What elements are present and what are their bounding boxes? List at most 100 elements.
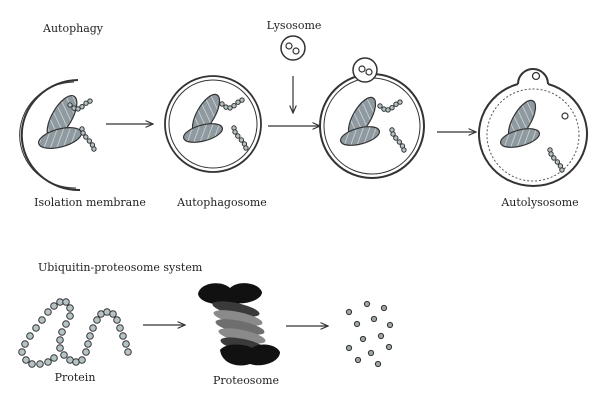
protein-bead-chain — [18, 298, 132, 368]
bead — [84, 340, 92, 348]
bead — [377, 103, 383, 109]
bead — [345, 344, 353, 352]
bead — [367, 349, 375, 357]
protein-chain — [67, 98, 97, 152]
isolation-membrane-label: Isolation membrane — [34, 196, 146, 209]
peptide-fragments — [345, 300, 394, 368]
protein-chain — [377, 99, 407, 153]
bead — [82, 348, 90, 356]
bead — [116, 324, 124, 332]
bead — [385, 343, 393, 351]
bead — [32, 324, 40, 332]
lysosome — [280, 35, 306, 61]
proteasome — [198, 283, 280, 366]
bead — [66, 304, 74, 312]
protein-chain — [219, 97, 249, 151]
bead — [67, 102, 73, 108]
bead — [44, 358, 52, 366]
bead — [44, 308, 52, 316]
protein-chain — [547, 147, 565, 173]
bead — [38, 316, 46, 324]
bead — [56, 344, 64, 352]
bead — [374, 360, 382, 368]
bead — [89, 324, 97, 332]
isolation-membrane-stage — [19, 79, 97, 192]
ups-title: Ubiquitin-proteosome system — [38, 261, 203, 274]
autophagosome-outer-membrane — [164, 75, 262, 173]
bead — [401, 147, 407, 153]
bead — [397, 99, 403, 105]
bead — [386, 321, 394, 329]
bead — [119, 332, 127, 340]
bead — [393, 101, 399, 107]
lysosome-docking — [352, 57, 378, 83]
bead — [28, 360, 36, 368]
bead — [62, 298, 70, 306]
bead — [389, 105, 395, 111]
bead — [559, 167, 565, 173]
bead — [50, 354, 58, 362]
autophagosome-stage — [164, 75, 262, 173]
lysosomal-enzyme — [531, 71, 541, 81]
autolysosome-label: Autolysosome — [501, 196, 579, 209]
bead — [548, 151, 554, 157]
bead — [227, 105, 233, 111]
bead — [232, 129, 238, 135]
bead — [353, 320, 361, 328]
bead — [235, 99, 241, 105]
lysosome-label: Lysosome — [266, 19, 322, 32]
bead — [235, 133, 241, 139]
bead — [22, 356, 30, 364]
protein-label: Protein — [54, 371, 96, 384]
bead — [345, 308, 353, 316]
proteosome-label: Proteosome — [212, 374, 280, 387]
bead — [396, 139, 403, 145]
bead — [83, 100, 89, 106]
bead — [390, 131, 396, 137]
bead — [56, 336, 64, 344]
bead — [58, 328, 66, 336]
bead — [385, 107, 391, 113]
autolysosome-stage — [478, 68, 588, 187]
bead — [79, 104, 85, 110]
bead — [83, 134, 89, 140]
bead — [66, 312, 74, 320]
bead — [354, 356, 362, 364]
fusion-stage — [319, 57, 425, 179]
autophagosome-label: Autophagosome — [177, 196, 267, 209]
bead — [91, 146, 97, 152]
bead — [243, 145, 249, 151]
bead — [219, 101, 225, 107]
bead — [393, 135, 399, 141]
bead — [36, 360, 44, 368]
bead — [75, 106, 81, 112]
bead — [86, 332, 94, 340]
bead — [87, 98, 93, 104]
bead — [26, 332, 34, 340]
bead — [80, 130, 86, 136]
bead — [62, 320, 70, 328]
bead — [93, 316, 101, 324]
bead — [18, 348, 26, 356]
bead — [50, 302, 58, 310]
bead — [551, 155, 557, 161]
bead — [113, 316, 121, 324]
bead — [122, 340, 130, 348]
bead — [238, 137, 245, 143]
bead — [86, 138, 93, 144]
bead — [124, 348, 132, 356]
autophagy-title: Autophagy — [43, 22, 104, 35]
bead — [21, 340, 29, 348]
bead — [370, 315, 378, 323]
bead — [239, 97, 245, 103]
bead — [363, 300, 371, 308]
bead — [377, 332, 385, 340]
bead — [78, 356, 86, 364]
bead — [109, 310, 117, 318]
bead — [60, 351, 68, 359]
bead — [380, 304, 388, 312]
bead — [554, 159, 561, 165]
bead — [359, 335, 367, 343]
